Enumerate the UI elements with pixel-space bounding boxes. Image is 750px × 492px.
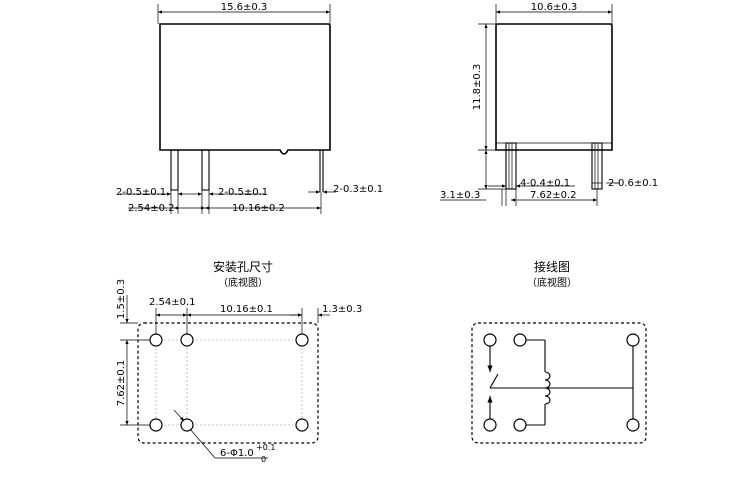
side-pin-length-dim: 3.1±0.3 bbox=[440, 190, 480, 201]
mounting-hole-tol-lower: 0 bbox=[261, 455, 266, 464]
front-pin-width-left-dim: 2-0.5±0.1 bbox=[116, 187, 166, 198]
wiring-subtitle: （底视图） bbox=[527, 276, 577, 289]
side-pin-span-dim: 7.62±0.2 bbox=[530, 190, 577, 201]
front-width-dim: 15.6±0.3 bbox=[221, 2, 268, 13]
front-pitch-dim: 2.54±0.2 bbox=[128, 203, 175, 214]
mounting-span-dim: 10.16±0.1 bbox=[220, 304, 273, 315]
front-pin-width-right-dim: 2-0.3±0.1 bbox=[333, 184, 383, 195]
side-view: 10.6±0.3 11.8±0.3 3.1±0.3 4-0.4±0.1 bbox=[440, 2, 658, 206]
side-pins-dim: 4-0.4±0.1 bbox=[520, 178, 570, 189]
mounting-title: 安装孔尺寸 bbox=[213, 259, 273, 274]
mounting-outline bbox=[137, 322, 319, 444]
mounting-hole-label: 6-Φ1.0 bbox=[220, 448, 254, 459]
side-right-pins-dim: 2-0.6±0.1 bbox=[608, 178, 658, 189]
front-view: 15.6±0.3 2-0.5±0.1 2-0.5±0.1 2-0.3±0.1 bbox=[116, 2, 383, 214]
mounting-holes bbox=[149, 333, 309, 432]
mounting-subtitle: （底视图） bbox=[218, 276, 268, 289]
wiring-title: 接线图 bbox=[534, 259, 570, 274]
wiring-terminals bbox=[483, 333, 640, 432]
contact-switch bbox=[487, 346, 633, 419]
side-relay-body bbox=[495, 23, 613, 151]
front-pins bbox=[170, 149, 324, 192]
wiring-outline bbox=[471, 322, 647, 444]
coil bbox=[526, 339, 551, 426]
front-relay-body bbox=[159, 23, 331, 155]
side-pins bbox=[505, 142, 603, 190]
mounting-view: 安装孔尺寸 （底视图） 2.54±0.1 10.16±0.1 bbox=[116, 259, 362, 464]
wiring-view: 接线图 （底视图） bbox=[471, 259, 647, 444]
mounting-row-dim: 7.62±0.1 bbox=[116, 360, 127, 407]
mounting-pitch-dim: 2.54±0.1 bbox=[149, 297, 196, 308]
front-pin-width-mid-dim: 2-0.5±0.1 bbox=[218, 187, 268, 198]
side-width-dim: 10.6±0.3 bbox=[531, 2, 578, 13]
mounting-edge-top-dim: 1.5±0.3 bbox=[116, 279, 127, 319]
mounting-edge-right-dim: 1.3±0.3 bbox=[322, 304, 362, 315]
front-span-dim: 10.16±0.2 bbox=[232, 203, 285, 214]
side-height-dim: 11.8±0.3 bbox=[472, 64, 483, 111]
mounting-hole-tol-upper: +0.1 bbox=[256, 443, 275, 452]
